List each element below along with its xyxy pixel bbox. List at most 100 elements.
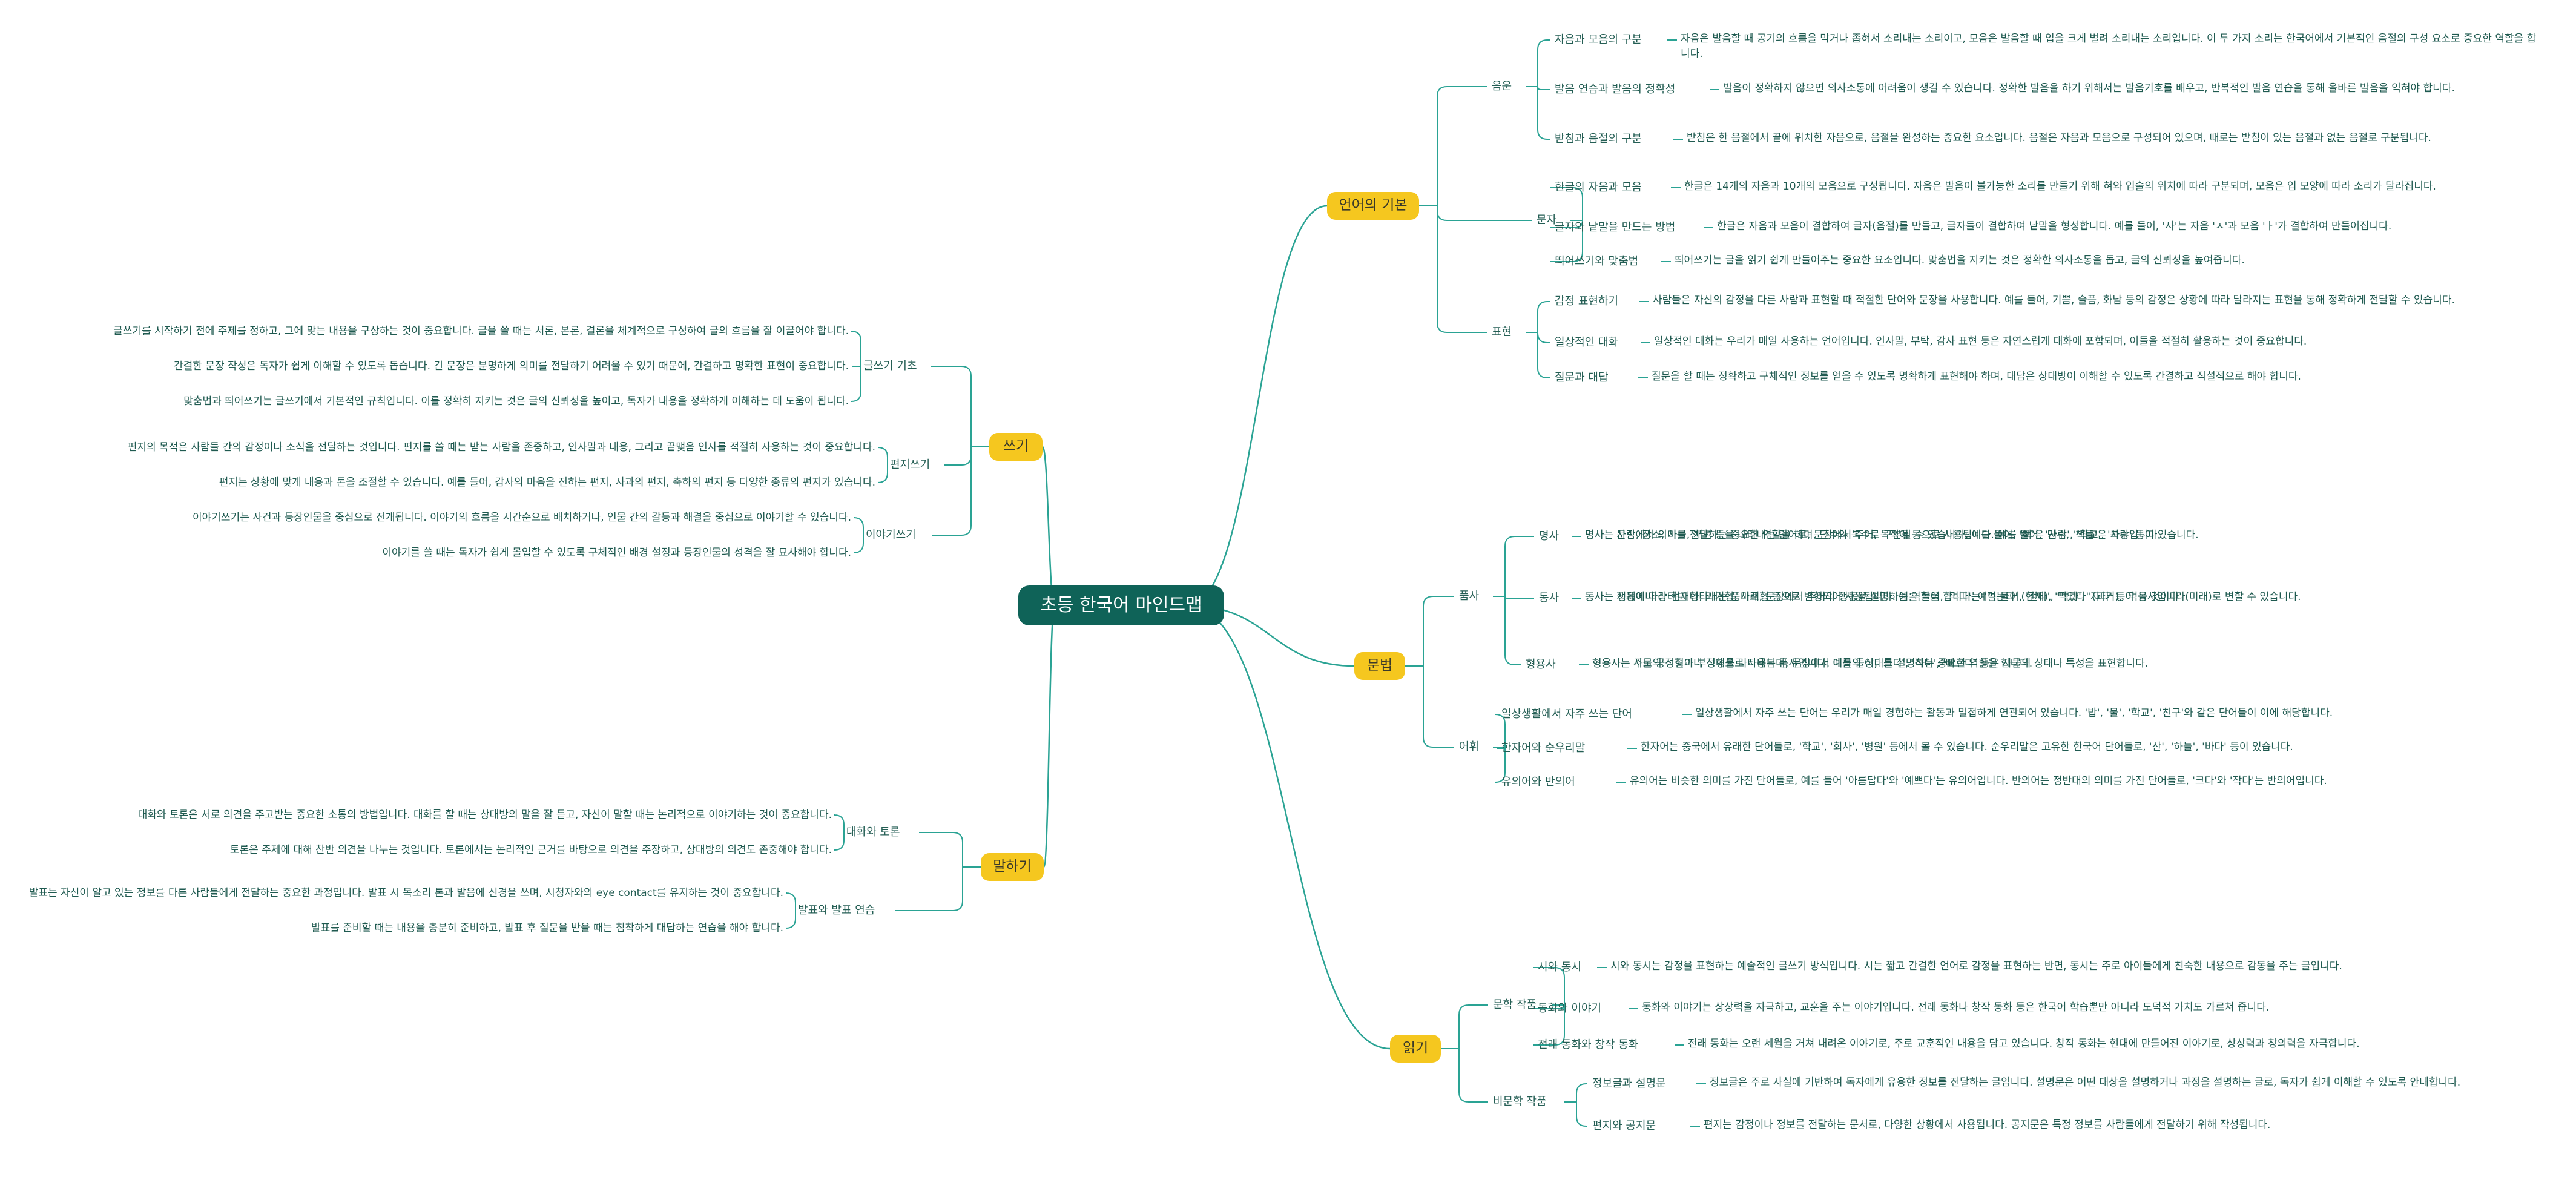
subtopic-1-0-1[interactable]: 동사 xyxy=(1539,592,1560,604)
subtopic-3-2[interactable]: 이야기쓰기 xyxy=(866,529,916,541)
branch-topic-1[interactable]: 문법 xyxy=(1354,652,1405,680)
subtopic-3-0[interactable]: 글쓰기 기초 xyxy=(863,360,917,372)
connector-sub-sub2-0-0-1 xyxy=(1537,86,1550,90)
connector-sub-sub2-0-1-0 xyxy=(1550,187,1583,220)
leaf-text-1-0-1-1: 동사는 시제에 따라 현재형, 과거형, 미래형 등으로 변형되어 사용됩니다.… xyxy=(1585,591,2301,603)
connector-sub-sub2-0-1-2 xyxy=(1550,220,1583,262)
leaf-text-1-1-2-0: 유의어는 비슷한 의미를 가진 단어들로, 예를 들어 '아름답다'와 '예쁘다… xyxy=(1630,775,2327,787)
subtopic-0-1[interactable]: 문자 xyxy=(1537,214,1557,226)
subtopic-3-1[interactable]: 편지쓰기 xyxy=(890,458,931,471)
connector-root-branch-0 xyxy=(1187,205,1328,607)
subtopic-0-0-2[interactable]: 받침과 음절의 구분 xyxy=(1555,133,1642,145)
subtopic-1-1[interactable]: 어휘 xyxy=(1459,740,1480,753)
connector-branch-sub-0-2 xyxy=(1437,206,1487,333)
connector-sub-sub2-1-0-1 xyxy=(1504,596,1534,599)
subtopic-0-1-2[interactable]: 띄어쓰기와 맞춤법 xyxy=(1555,255,1639,268)
subtopic-2-0-0[interactable]: 시와 동시 xyxy=(1538,961,1581,974)
connector-sub-leaf-4-1-0 xyxy=(785,892,796,911)
leaf-text-2-1-1-0: 편지는 감정이나 정보를 전달하는 문서로, 다양한 상황에서 사용됩니다. 공… xyxy=(1704,1119,2271,1131)
subtopic-1-0-2[interactable]: 형용사 xyxy=(1526,658,1556,671)
connector-sub-sub2-2-0-0 xyxy=(1533,967,1565,1005)
branch-topic-2[interactable]: 읽기 xyxy=(1390,1035,1441,1063)
subtopic-1-1-2[interactable]: 유의어와 반의어 xyxy=(1501,776,1575,788)
leaf-text-2-0-1-0: 동화와 이야기는 상상력을 자극하고, 교훈을 주는 이야기입니다. 전래 동화… xyxy=(1642,1001,2270,1014)
connector-root-branch-2 xyxy=(1187,604,1391,1050)
leaf-text-1-0-1-0: 동사는 행동이나 상태를 나타내는 품사로, 문장에서 주어의 행동을 설명하는… xyxy=(1585,591,2189,603)
connector-sub-sub2-0-0-0 xyxy=(1537,39,1550,87)
leaf-text-0-2-0-0: 사람들은 자신의 감정을 다른 사람과 표현할 때 적절한 단어와 문장을 사용… xyxy=(1653,294,2455,306)
subtopic-2-1-1[interactable]: 편지와 공지문 xyxy=(1592,1119,1656,1132)
connector-sub-sub2-0-2-1 xyxy=(1537,332,1550,343)
leaf-text-0-2-1-0: 일상적인 대화는 우리가 매일 사용하는 언어입니다. 인사말, 부탁, 감사 … xyxy=(1654,335,2307,348)
leaf-text-4-1-1: 발표를 준비할 때는 내용을 충분히 준비하고, 발표 후 질문을 받을 때는 … xyxy=(311,922,783,934)
connector-branch-sub-2-0 xyxy=(1458,1004,1488,1049)
subtopic-1-0-0[interactable]: 명사 xyxy=(1539,530,1560,542)
subtopic-4-1[interactable]: 발표와 발표 연습 xyxy=(798,904,875,917)
leaf-text-1-0-2-0: 형용사는 사물의 성질이나 상태를 나타내는 품사입니다. 예를 들어, '크다… xyxy=(1592,658,2149,670)
connector-branch-sub-4-1 xyxy=(895,867,963,911)
connector-sub-sub2-1-1-2 xyxy=(1495,747,1506,783)
leaf-text-3-2-0: 이야기쓰기는 사건과 등장인물을 중심으로 전개됩니다. 이야기의 흐름을 시간… xyxy=(193,512,851,524)
subtopic-2-1[interactable]: 비문학 작품 xyxy=(1493,1095,1547,1108)
leaf-text-4-1-0: 발표는 자신이 알고 있는 정보를 다른 사람들에게 전달하는 중요한 과정입니… xyxy=(28,887,783,899)
connector-sub-sub2-0-2-2 xyxy=(1537,332,1550,378)
mindmap-root-topic[interactable]: 초등 한국어 마인드맵 xyxy=(1018,585,1224,625)
connector-sub-leaf-3-0-2 xyxy=(851,366,861,402)
connector-sub-leaf-3-1-0 xyxy=(877,447,888,465)
connector-sub-leaf-3-2-0 xyxy=(853,517,864,535)
leaf-text-1-0-0-1: 명사는 문장에서 의미를 전달하는 중요한 역할을 하며, 단수와 복수로 구분… xyxy=(1585,529,2161,541)
subtopic-4-0[interactable]: 대화와 토론 xyxy=(846,826,900,839)
leaf-text-3-0-0: 글쓰기를 시작하기 전에 주제를 정하고, 그에 맞는 내용을 구상하는 것이 … xyxy=(113,325,849,337)
connector-branch-sub-0-1 xyxy=(1437,206,1532,221)
connector-sub-sub2-0-2-0 xyxy=(1537,301,1550,332)
leaf-text-4-0-0: 대화와 토론은 서로 의견을 주고받는 중요한 소통의 방법입니다. 대화를 할… xyxy=(137,809,832,821)
leaf-text-2-0-0-0: 시와 동시는 감정을 표현하는 예술적인 글쓰기 방식입니다. 시는 짧고 간결… xyxy=(1610,960,2342,972)
connector-branch-sub-2-1 xyxy=(1458,1049,1488,1103)
subtopic-1-1-1[interactable]: 한자어와 순우리말 xyxy=(1501,742,1586,754)
subtopic-2-0-1[interactable]: 동화와 이야기 xyxy=(1538,1002,1602,1015)
subtopic-2-0-2[interactable]: 전래 동화와 창작 동화 xyxy=(1538,1038,1639,1051)
connector-sub-sub2-0-0-2 xyxy=(1537,87,1550,140)
leaf-text-4-0-1: 토론은 주제에 대해 찬반 의견을 나누는 것입니다. 토론에서는 논리적인 근… xyxy=(229,844,832,856)
connector-branch-sub-4-0 xyxy=(919,832,963,867)
subtopic-0-0[interactable]: 음운 xyxy=(1492,80,1512,93)
branch-topic-3[interactable]: 쓰기 xyxy=(989,433,1043,461)
connector-sub-leaf-3-0-0 xyxy=(851,331,861,366)
connector-sub-sub2-1-1-0 xyxy=(1495,714,1506,747)
subtopic-0-2[interactable]: 표현 xyxy=(1492,326,1512,338)
leaf-text-1-1-0-0: 일상생활에서 자주 쓰는 단어는 우리가 매일 경험하는 활동과 밀접하게 연관… xyxy=(1695,707,2333,719)
leaf-text-0-0-1-0: 발음이 정확하지 않으면 의사소통에 어려움이 생길 수 있습니다. 정확한 발… xyxy=(1723,82,2455,94)
connector-root-branch-4 xyxy=(1043,604,1056,868)
connector-sub-leaf-4-1-1 xyxy=(785,911,796,929)
branch-topic-4[interactable]: 말하기 xyxy=(981,853,1044,881)
subtopic-0-0-1[interactable]: 발음 연습과 발음의 정확성 xyxy=(1555,83,1676,96)
leaf-text-0-2-2-0: 질문을 할 때는 정확하고 구체적인 정보를 얻을 수 있도록 명확하게 표현해… xyxy=(1652,371,2301,383)
subtopic-0-0-0[interactable]: 자음과 모음의 구분 xyxy=(1555,33,1642,46)
connector-branch-sub-0-0 xyxy=(1437,86,1487,206)
subtopic-0-1-0[interactable]: 한글의 자음과 모음 xyxy=(1555,181,1642,194)
subtopic-0-2-1[interactable]: 일상적인 대화 xyxy=(1555,336,1619,349)
subtopic-1-1-0[interactable]: 일상생활에서 자주 쓰는 단어 xyxy=(1501,708,1632,720)
connector-sub-leaf-4-0-1 xyxy=(834,832,845,851)
connector-sub-sub2-2-1-1 xyxy=(1576,1102,1587,1127)
leaf-text-0-1-0-0: 한글은 14개의 자음과 10개의 모음으로 구성됩니다. 자음은 발음이 불가… xyxy=(1684,180,2436,193)
leaf-text-1-0-0-0: 명사는 사람, 장소, 사물, 개념 등을 나타내는 단어로, 문장에서 주어,… xyxy=(1585,529,2199,541)
connector-sub-sub2-2-0-2 xyxy=(1533,1005,1565,1046)
branch-topic-0[interactable]: 언어의 기본 xyxy=(1327,192,1419,220)
connector-sub-leaf-3-2-1 xyxy=(853,535,864,553)
subtopic-2-1-0[interactable]: 정보글과 설명문 xyxy=(1592,1077,1666,1090)
leaf-text-1-0-2-1: 형용사는 주로 긍정형과 부정형으로 사용되며, 문장에서 대상의 상태를 설명… xyxy=(1592,658,2033,670)
leaf-text-0-0-0-0: 자음은 발음할 때 공기의 흐름을 막거나 좁혀서 소리내는 소리이고, 모음은… xyxy=(1681,33,2537,60)
leaf-text-3-0-1: 간결한 문장 작성은 독자가 쉽게 이해할 수 있도록 돕습니다. 긴 문장은 … xyxy=(173,360,849,372)
connector-root-branch-3 xyxy=(1041,446,1056,607)
connector-branch-sub-1-0 xyxy=(1423,596,1454,666)
connector-sub-sub2-1-0-2 xyxy=(1504,596,1521,665)
subtopic-1-0[interactable]: 품사 xyxy=(1459,590,1480,602)
leaf-text-0-0-2-0: 받침은 한 음절에서 끝에 위치한 자음으로, 음절을 완성하는 중요한 요소입… xyxy=(1687,132,2431,144)
leaf-text-0-1-1-0: 한글은 자음과 모음이 결합하여 글자(음절)를 만들고, 글자들이 결합하여 … xyxy=(1717,220,2392,232)
subtopic-0-2-2[interactable]: 질문과 대답 xyxy=(1555,371,1609,384)
subtopic-0-2-0[interactable]: 감정 표현하기 xyxy=(1555,295,1619,308)
subtopic-2-0[interactable]: 문학 작품 xyxy=(1493,998,1537,1011)
leaf-text-2-1-0-0: 정보글은 주로 사실에 기반하여 독자에게 유용한 정보를 전달하는 글입니다.… xyxy=(1710,1076,2461,1089)
subtopic-0-1-1[interactable]: 글자와 낱말을 만드는 방법 xyxy=(1555,221,1676,234)
